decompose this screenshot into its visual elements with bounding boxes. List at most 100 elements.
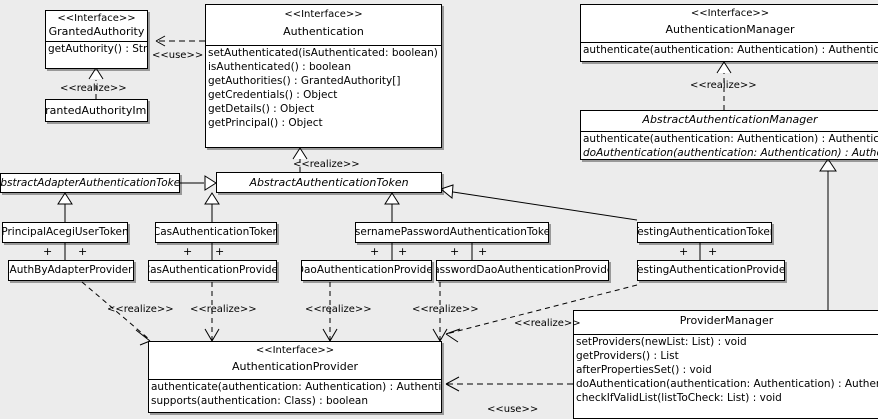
operation-row: getCredentials() : Object — [208, 89, 338, 101]
operation-row: afterPropertiesSet() : void — [576, 364, 712, 376]
operation-row: doAuthentication(authentication: Authent… — [576, 378, 878, 390]
authentication-operations: setAuthenticated(isAuthenticated: boolea… — [206, 46, 441, 130]
operation-row: getDetails() : Object — [208, 103, 315, 115]
edge-usernamepasswordtoken-extends-abstractauthenticationtoken — [384, 192, 400, 222]
operation-row: authenticate(authentication: Authenticat… — [583, 44, 878, 56]
operation-row: isAuthenticated() : boolean — [208, 61, 351, 73]
divider — [574, 334, 878, 335]
edge-abstractadaptertoken-extends-abstractauthenticationtoken — [180, 175, 217, 191]
provider-manager-header: ProviderManager — [574, 311, 878, 330]
granted-authority-operations: getAuthority() : String — [46, 42, 147, 56]
class-box-authentication-manager[interactable]: <<Interface>> AuthenticationManager auth… — [580, 4, 878, 62]
edge-principalacegiusertoken-extends-abstractadaptertoken — [57, 192, 73, 222]
class-box-testing-authentication-provider[interactable]: TestingAuthenticationProvider — [637, 260, 785, 281]
granted-authority-impl-name: GrantedAuthorityImpl — [45, 104, 147, 117]
association-plus-marker: + — [215, 245, 225, 258]
edge-testingauthenticationtoken-extends-abstractauthenticationtoken — [439, 184, 638, 221]
edge-label-realize-passworddaoprovider: <<realize>> — [412, 304, 479, 315]
abstract-authentication-token-header: AbstractAuthenticationToken — [217, 173, 441, 192]
password-dao-authentication-provider-name: PasswordDaoAuthenticationProvider — [436, 264, 609, 276]
edge-casauthenticationtoken-extends-abstractauthenticationtoken — [204, 192, 220, 222]
edge-label-realize-abstractauthenticationtoken: <<realize>> — [293, 159, 360, 170]
username-password-authentication-token-name: UsernamePasswordAuthenticationToken — [355, 226, 549, 238]
edge-providermanager-uses-authenticationprovider — [445, 376, 573, 392]
testing-authentication-token-name: TestingAuthenticationToken — [637, 226, 772, 238]
operation-row: doAuthentication(authentication: Authent… — [583, 147, 878, 159]
class-box-abstract-adapter-authentication-token[interactable]: AbstractAdapterAuthenticationToken — [0, 173, 180, 193]
principal-acegi-user-token-name: PrincipalAcegiUserToken — [2, 226, 128, 238]
password-dao-authentication-provider-header: PasswordDaoAuthenticationProvider — [437, 261, 608, 280]
auth-by-adapter-provider-header: AuthByAdapterProvider — [9, 261, 133, 280]
authentication-manager-operations: authenticate(authentication: Authenticat… — [581, 43, 878, 57]
association-plus-marker: + — [398, 245, 408, 258]
principal-acegi-user-token-header: PrincipalAcegiUserToken — [3, 223, 127, 242]
class-box-testing-authentication-token[interactable]: TestingAuthenticationToken — [637, 222, 772, 243]
class-box-password-dao-authentication-provider[interactable]: PasswordDaoAuthenticationProvider — [436, 260, 609, 281]
operation-row: getProviders() : List — [576, 350, 679, 362]
authentication-stereotype: <<Interface>> — [284, 9, 363, 20]
class-box-abstract-authentication-token[interactable]: AbstractAuthenticationToken — [216, 172, 442, 193]
abstract-authentication-manager-operations: authenticate(authentication: Authenticat… — [581, 132, 878, 159]
class-box-provider-manager[interactable]: ProviderManager setProviders(newList: Li… — [573, 310, 878, 419]
class-box-cas-authentication-provider[interactable]: CasAuthenticationProvider — [148, 260, 277, 281]
authentication-provider-operations: authenticate(authentication: Authenticat… — [149, 380, 441, 408]
authentication-provider-header: <<Interface>> AuthenticationProvider — [149, 342, 441, 376]
divider — [581, 131, 878, 132]
association-plus-marker: + — [370, 245, 380, 258]
testing-authentication-provider-header: TestingAuthenticationProvider — [638, 261, 784, 280]
cas-authentication-token-header: CasAuthenticationToken — [156, 223, 276, 242]
association-plus-marker: + — [78, 245, 88, 258]
edge-label-realize-testingauthenticationprovider: <<realize>> — [514, 318, 581, 329]
dao-authentication-provider-header: DaoAuthenticationProvider — [302, 261, 431, 280]
divider — [46, 41, 147, 42]
class-box-granted-authority-impl[interactable]: GrantedAuthorityImpl — [45, 99, 148, 122]
granted-authority-stereotype: <<Interface>> — [57, 13, 136, 24]
class-box-granted-authority[interactable]: <<Interface>> GrantedAuthority getAuthor… — [45, 10, 148, 69]
abstract-adapter-authentication-token-name: AbstractAdapterAuthenticationToken — [0, 176, 180, 189]
cas-authentication-provider-header: CasAuthenticationProvider — [149, 261, 276, 280]
operation-row: setAuthenticated(isAuthenticated: boolea… — [208, 47, 441, 59]
testing-authentication-provider-name: TestingAuthenticationProvider — [637, 264, 785, 276]
operation-row: setProviders(newList: List) : void — [576, 336, 747, 348]
class-box-authentication-provider[interactable]: <<Interface>> AuthenticationProvider aut… — [148, 341, 442, 413]
divider — [149, 379, 441, 380]
edge-label-realize-casauthenticationprovider: <<realize>> — [190, 304, 257, 315]
association-plus-marker: + — [43, 245, 53, 258]
authentication-manager-header: <<Interface>> AuthenticationManager — [581, 5, 878, 39]
granted-authority-impl-header: GrantedAuthorityImpl — [46, 100, 147, 121]
operation-row: checkIfValidList(listToCheck: List) : vo… — [576, 392, 782, 404]
authentication-manager-stereotype: <<Interface>> — [690, 8, 770, 19]
edge-label-realize-authbyadapterprovider: <<realize>> — [107, 304, 174, 315]
class-box-auth-by-adapter-provider[interactable]: AuthByAdapterProvider — [8, 260, 134, 281]
username-password-authentication-token-header: UsernamePasswordAuthenticationToken — [356, 223, 548, 242]
abstract-authentication-manager-header: AbstractAuthenticationManager — [581, 111, 878, 129]
authentication-name: Authentication — [283, 25, 364, 38]
class-box-abstract-authentication-manager[interactable]: AbstractAuthenticationManager authentica… — [580, 110, 878, 160]
divider — [581, 42, 878, 43]
provider-manager-name: ProviderManager — [679, 314, 774, 327]
authentication-manager-name: AuthenticationManager — [665, 23, 795, 36]
testing-authentication-token-header: TestingAuthenticationToken — [638, 223, 771, 242]
class-box-authentication[interactable]: <<Interface>> Authentication setAuthenti… — [205, 4, 442, 148]
association-plus-marker: + — [478, 245, 488, 258]
association-plus-marker: + — [183, 245, 193, 258]
cas-authentication-token-name: CasAuthenticationToken — [155, 226, 277, 238]
class-box-dao-authentication-provider[interactable]: DaoAuthenticationProvider — [301, 260, 432, 281]
abstract-adapter-authentication-token-header: AbstractAdapterAuthenticationToken — [1, 174, 179, 192]
operation-row: authenticate(authentication: Authenticat… — [151, 381, 442, 393]
granted-authority-name: GrantedAuthority — [48, 25, 145, 38]
abstract-authentication-manager-name: AbstractAuthenticationManager — [642, 113, 818, 126]
operation-row: getPrincipal() : Object — [208, 117, 323, 129]
authentication-provider-name: AuthenticationProvider — [231, 360, 359, 373]
authentication-provider-stereotype: <<Interface>> — [255, 345, 335, 356]
granted-authority-header: <<Interface>> GrantedAuthority — [46, 11, 147, 41]
class-box-username-password-authentication-token[interactable]: UsernamePasswordAuthenticationToken — [355, 222, 549, 243]
association-plus-marker: + — [450, 245, 460, 258]
divider — [206, 45, 441, 46]
abstract-authentication-token-name: AbstractAuthenticationToken — [249, 176, 409, 189]
operation-row: supports(authentication: Class) : boolea… — [151, 395, 368, 407]
provider-manager-operations: setProviders(newList: List) : void getPr… — [574, 335, 878, 405]
class-box-cas-authentication-token[interactable]: CasAuthenticationToken — [155, 222, 277, 243]
class-box-principal-acegi-user-token[interactable]: PrincipalAcegiUserToken — [2, 222, 128, 243]
